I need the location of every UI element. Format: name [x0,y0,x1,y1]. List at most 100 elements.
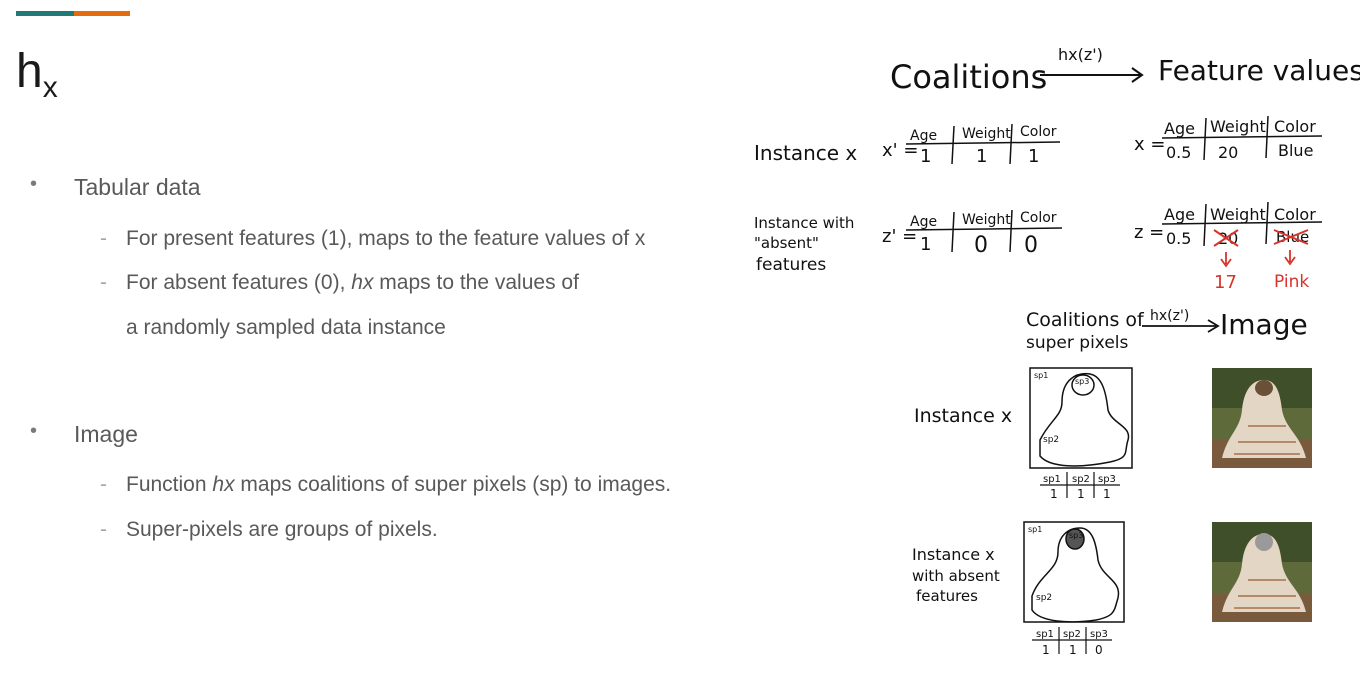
subbullet-text-pre: For absent features (0), [126,271,352,294]
fig-red-arrow [1284,250,1296,266]
fig-outline-shape [1039,372,1130,467]
subbullet-dash: - [100,473,107,496]
fig-sp-val: 1 [1069,643,1077,657]
fig-xprime-eq: x' = [882,140,918,161]
bullet-label: Tabular data [74,174,201,200]
fig-sp-header: sp1 [1043,474,1061,485]
subbullet-text: a randomly sampled data instance [126,316,446,339]
fig-sp-header: sp3 [1098,474,1116,485]
subbullet-text: Super-pixels are groups of pixels. [126,518,438,541]
fig-replacement-value: 17 [1214,272,1237,293]
fig-x-eq: x = [1134,134,1165,155]
fig-photo-instance [1212,368,1312,468]
bullet-dot: • [30,420,38,442]
fig-header-color: Color [1274,117,1316,136]
fig-sp-label: sp3 [1075,377,1089,386]
fig-img-left-line1: Coalitions of [1026,309,1145,331]
subbullet-superpixels: - Super-pixels are groups of pixels. [100,518,438,542]
slide-title: hx [16,45,58,103]
subbullet-text-em: hx [351,271,374,294]
fig-divider [1161,135,1323,139]
fig-header-weight: Weight [962,212,1011,228]
fig-img-row1-label: Instance x [914,405,1012,427]
fig-coalitions-label: Coalitions [890,58,1047,96]
fig-sp-val: 1 [1103,487,1111,501]
fig-sp-header: sp2 [1072,474,1090,485]
bullet-tabular-data: • Tabular data [30,173,201,201]
fig-divider [905,141,1061,145]
fig-sp-label: sp2 [1043,435,1059,445]
fig-outline-shape [1031,527,1120,623]
fig-sp-val: 1 [1050,487,1058,501]
fig-divider [951,125,955,165]
fig-zprime-val: 0 [974,233,988,258]
fig-header-weight: Weight [962,126,1011,142]
fig-zprime-eq: z' = [882,226,917,247]
fig-strike-mark [1273,229,1309,245]
bullet-image: • Image [30,420,138,448]
fig-header-age: Age [1164,119,1195,138]
fig-divider [1161,221,1323,225]
fig-header-age: Age [1164,205,1195,224]
fig-img-right-label: Image [1220,308,1308,341]
fig-divider [1203,203,1207,247]
fig-sp-header: sp3 [1090,629,1108,640]
accent-bar-teal [16,11,74,16]
subbullet-continuation: a randomly sampled data instance [126,316,446,340]
fig-divider [1265,201,1269,245]
fig-z-val: 0.5 [1166,229,1191,248]
fig-x-val: 20 [1218,143,1238,162]
subbullet-dash: - [100,271,107,294]
fig-head-region [1071,374,1095,396]
fig-divider [951,211,955,253]
fig-x-val: Blue [1278,141,1313,160]
fig-img-row2-label-line2: with absent [912,567,1000,585]
fig-header-weight: Weight [1210,205,1266,224]
fig-head-region-absent [1065,528,1085,550]
fig-z-eq: z = [1134,222,1164,243]
fig-img-arrow-label: hx(z') [1150,308,1189,324]
bullet-label: Image [74,421,138,447]
title-subscript: x [42,71,58,104]
fig-photo-absent [1212,522,1312,622]
subbullet-text-post: maps coalitions of super pixels (sp) to … [234,473,672,496]
fig-divider [1009,123,1013,165]
fig-divider [905,227,1063,231]
handdrawn-figure: Coalitions hx(z') Feature values Instanc… [754,45,1360,657]
fig-img-row2-label-line1: Instance x [912,545,995,564]
fig-sp-label: sp2 [1036,593,1052,603]
fig-sp-label: sp1 [1034,371,1048,380]
fig-sp-header: sp1 [1036,629,1054,640]
fig-feature-values-label: Feature values [1158,54,1360,87]
subbullet-text-post: maps to the values of [373,271,579,294]
fig-header-weight: Weight [1210,117,1266,136]
subbullet-function-hx: - Function hx maps coalitions of super p… [100,473,672,497]
fig-sp-label: sp3 [1069,531,1083,540]
accent-bar-orange [74,11,130,16]
fig-divider [1265,115,1269,159]
fig-row2-label-line1: Instance with [754,214,854,232]
fig-row2-label-line3: features [756,255,826,275]
subbullet-dash: - [100,227,107,250]
fig-red-arrow [1220,252,1232,268]
subbullet-absent-features: - For absent features (0), hx maps to th… [100,271,579,295]
subbullet-text: For present features (1), maps to the fe… [126,227,646,250]
title-main: h [16,45,43,98]
subbullet-present-features: - For present features (1), maps to the … [100,227,646,251]
fig-header-color: Color [1020,210,1057,226]
fig-divider [1009,209,1013,253]
fig-divider [1203,117,1207,161]
fig-sp-val: 1 [1042,643,1050,657]
fig-arrow-label: hx(z') [1058,45,1103,64]
fig-xprime-val: 1 [1028,146,1039,167]
fig-sp-val: 0 [1095,643,1103,657]
fig-xprime-val: 1 [920,146,931,167]
bullet-dot: • [30,173,38,195]
fig-row2-label-line2: "absent" [754,234,819,252]
fig-zprime-val: 0 [1024,233,1038,258]
subbullet-text-em: hx [212,473,235,496]
fig-sp-val: 1 [1077,487,1085,501]
fig-strike-mark [1213,229,1239,247]
fig-header-age: Age [910,214,937,230]
fig-header-color: Color [1274,205,1316,224]
